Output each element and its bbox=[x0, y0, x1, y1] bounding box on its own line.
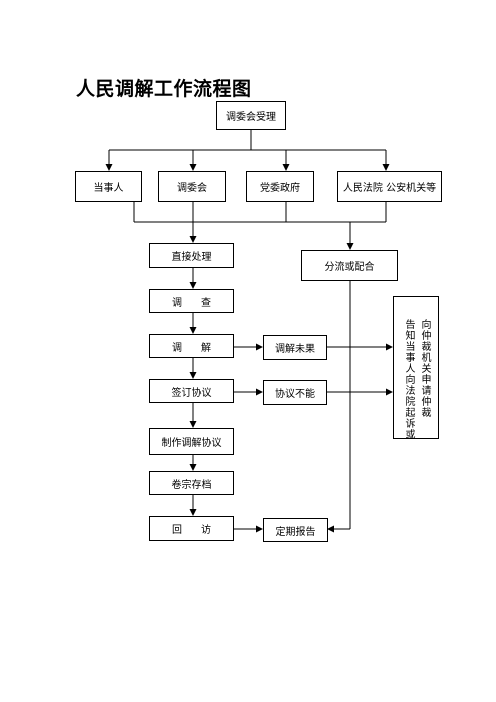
node-divert-label: 分流或配合 bbox=[324, 262, 375, 273]
node-visit: 回 访 bbox=[149, 516, 234, 541]
node-government-label: 党委政府 bbox=[260, 183, 300, 194]
node-failed: 调解未果 bbox=[263, 335, 327, 360]
node-report-label: 定期报告 bbox=[275, 526, 316, 538]
node-direct-label: 直接处理 bbox=[171, 252, 212, 263]
node-direct: 直接处理 bbox=[149, 243, 234, 268]
node-accept: 调委会受理 bbox=[216, 101, 286, 130]
node-court-police: 人民法院 公安机关等 bbox=[337, 171, 442, 202]
node-report: 定期报告 bbox=[263, 518, 328, 542]
node-committee-label: 调委会 bbox=[177, 183, 207, 194]
node-cannot: 协议不能 bbox=[263, 380, 327, 405]
node-divert: 分流或配合 bbox=[301, 250, 398, 281]
node-notice: 告知当事人向法院起诉或 向仲裁机关申请仲裁 bbox=[393, 296, 439, 440]
node-make-agreement: 制作调解协议 bbox=[149, 428, 234, 455]
node-investigate: 调 查 bbox=[149, 289, 234, 313]
node-investigate-label: 调 查 bbox=[171, 297, 212, 309]
node-party-label: 当事人 bbox=[93, 183, 124, 194]
node-committee: 调委会 bbox=[158, 171, 226, 202]
node-cannot-label: 协议不能 bbox=[275, 389, 315, 400]
node-accept-label: 调委会受理 bbox=[226, 112, 276, 123]
node-failed-label: 调解未果 bbox=[275, 344, 315, 355]
node-mediate: 调 解 bbox=[149, 334, 234, 358]
node-notice-col2: 向仲裁机关申请仲裁 bbox=[419, 319, 430, 418]
node-archive-label: 卷宗存档 bbox=[171, 479, 212, 491]
node-make-agreement-label: 制作调解协议 bbox=[161, 438, 222, 449]
node-sign-label: 签订协议 bbox=[171, 387, 212, 399]
node-party: 当事人 bbox=[75, 171, 142, 202]
node-visit-label: 回 访 bbox=[171, 525, 212, 536]
page-title: 人民调解工作流程图 bbox=[76, 78, 252, 100]
node-notice-col1: 告知当事人向法院起诉或 bbox=[403, 319, 414, 440]
node-government: 党委政府 bbox=[246, 171, 314, 202]
node-court-police-label: 人民法院 公安机关等 bbox=[342, 183, 437, 194]
node-archive: 卷宗存档 bbox=[149, 471, 234, 495]
node-mediate-label: 调 解 bbox=[171, 342, 212, 354]
node-sign: 签订协议 bbox=[149, 379, 234, 403]
